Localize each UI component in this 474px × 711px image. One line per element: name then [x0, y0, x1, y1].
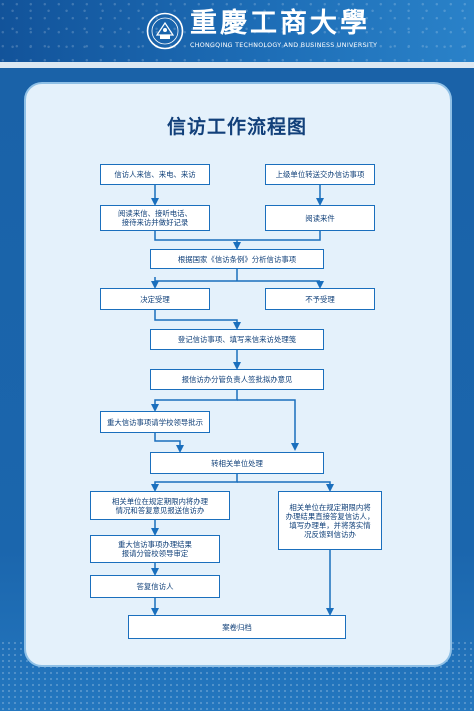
arrow-report-to-transfer — [237, 399, 299, 451]
step-register: 登记信访事项、填写来信来访处理笺 — [150, 329, 324, 350]
step-reply: 答复信访人 — [90, 575, 220, 598]
page-title: 信访工作流程图 — [166, 116, 307, 138]
arrow-major-to-transfer — [154, 433, 184, 453]
step-visit: 信访人来信、来电、来访 — [100, 164, 210, 185]
step-archive: 案卷归档 — [128, 615, 346, 639]
university-name: 重慶工商大學 — [190, 8, 370, 39]
step-units-direct: 相关单位在规定期限内将 办理结果直接答复信访人， 填写办理单，并将落实情 况反馈… — [278, 491, 382, 550]
step-major-result: 重大信访事项办理结果 报请分管校领导审定 — [90, 535, 220, 563]
step-higher-transfer: 上级单位转送交办信访事项 — [265, 164, 375, 185]
step-analyze: 根据国家《信访条例》分析信访事项 — [150, 249, 324, 269]
step-accept: 决定受理 — [100, 288, 210, 310]
arrow-report-to-major — [151, 390, 238, 412]
university-name-english: CHONGQING TECHNOLOGY AND BUSINESS UNIVER… — [190, 42, 378, 49]
header-divider — [0, 62, 474, 68]
step-major-leader: 重大信访事项请学校领导批示 — [100, 411, 210, 433]
step-read-docs: 阅读来件 — [265, 205, 375, 231]
step-units-report: 相关单位在规定期限内将办理 情况和答复意见报送信访办 — [90, 491, 230, 520]
header-banner: 重慶工商大學 CHONGQING TECHNOLOGY AND BUSINESS… — [0, 0, 474, 62]
step-reject: 不予受理 — [265, 288, 375, 310]
arrow-transfer-to-report-units — [151, 474, 238, 492]
arrow-accept-to-register — [154, 310, 241, 330]
university-seal-icon — [146, 12, 184, 50]
arrow-transfer-to-direct — [237, 481, 334, 492]
header-pattern — [0, 0, 474, 62]
step-transfer-units: 转相关单位处理 — [150, 452, 324, 474]
merge-line — [154, 231, 321, 241]
step-read-calls: 阅读来信、接听电话、 接待来访并做好记录 — [100, 205, 210, 231]
step-report-approval: 报信访办分管负责人签批拟办意见 — [150, 369, 324, 390]
